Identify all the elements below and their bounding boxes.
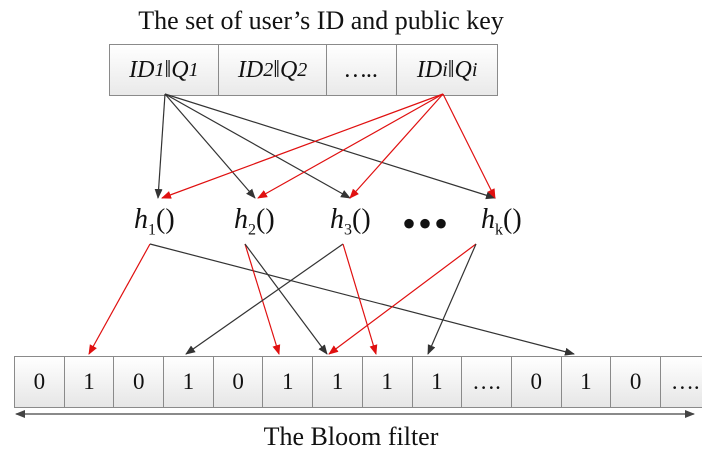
id-subscript: i (442, 58, 448, 81)
hash-function-1: h1() (134, 204, 175, 239)
bloom-filter-label: The Bloom filter (263, 422, 439, 451)
arrow-h1-bit1-red (88, 243, 151, 355)
arrow-id1-h3 (164, 93, 351, 199)
bloom-bit-cell: 1 (164, 357, 214, 407)
q-subscript: 1 (188, 58, 199, 81)
arrow-h2-bit6-dark (244, 243, 328, 355)
hash-ellipsis: ••• (402, 201, 451, 246)
hash-function-3: h3() (330, 204, 371, 239)
bloom-bit-cell: 0 (114, 357, 165, 407)
bloom-bit-cell: 0 (214, 357, 264, 407)
bloom-bit-cell: 0 (611, 357, 661, 407)
arrow-id1-h1 (154, 93, 166, 199)
bloom-bit-cell: 1 (562, 357, 612, 407)
arrow-h3-bit3-dark (185, 243, 344, 355)
arrow-idi-hk (442, 93, 496, 199)
bloom-bit-cell: …. (670, 369, 700, 394)
q-subscript: 2 (297, 58, 308, 81)
bloom-bit-cell: 1 (363, 357, 413, 407)
arrow-id1-hk (164, 93, 496, 200)
bloom-bit-cell: 1 (65, 357, 115, 407)
arrow-hk-bit8-dark (427, 243, 477, 355)
arrow-h1-bit11-dark (149, 243, 575, 356)
hash-function-k: hk() (481, 204, 522, 239)
id-subscript: 1 (154, 58, 165, 81)
bloom-bit-cell: 1 (263, 357, 314, 407)
arrow-h3-bit7-red (342, 243, 378, 355)
arrow-idi-h1 (161, 93, 444, 199)
bloom-bit-cell: 1 (313, 357, 363, 407)
arrow-idi-h3 (349, 93, 444, 199)
arrow-hk-bit6-red (328, 243, 477, 355)
hash-function-2: h2() (234, 204, 275, 239)
arrow-h2-bit5-red (244, 243, 281, 355)
bloom-bit-cell: 0 (512, 357, 562, 407)
bloom-bit-cell: 1 (413, 357, 463, 407)
id-cell-ellipsis: ….. (327, 45, 398, 95)
id-subscript: 2 (263, 58, 274, 81)
bloom-bit-cell: …. (462, 357, 512, 407)
arrow-idi-h2 (257, 93, 444, 199)
arrow-id1-h2 (164, 93, 256, 199)
bloom-bit-cell: 0 (15, 357, 65, 407)
q-subscript: i (471, 58, 478, 81)
diagram-title: The set of user’s ID and public key (138, 6, 504, 35)
